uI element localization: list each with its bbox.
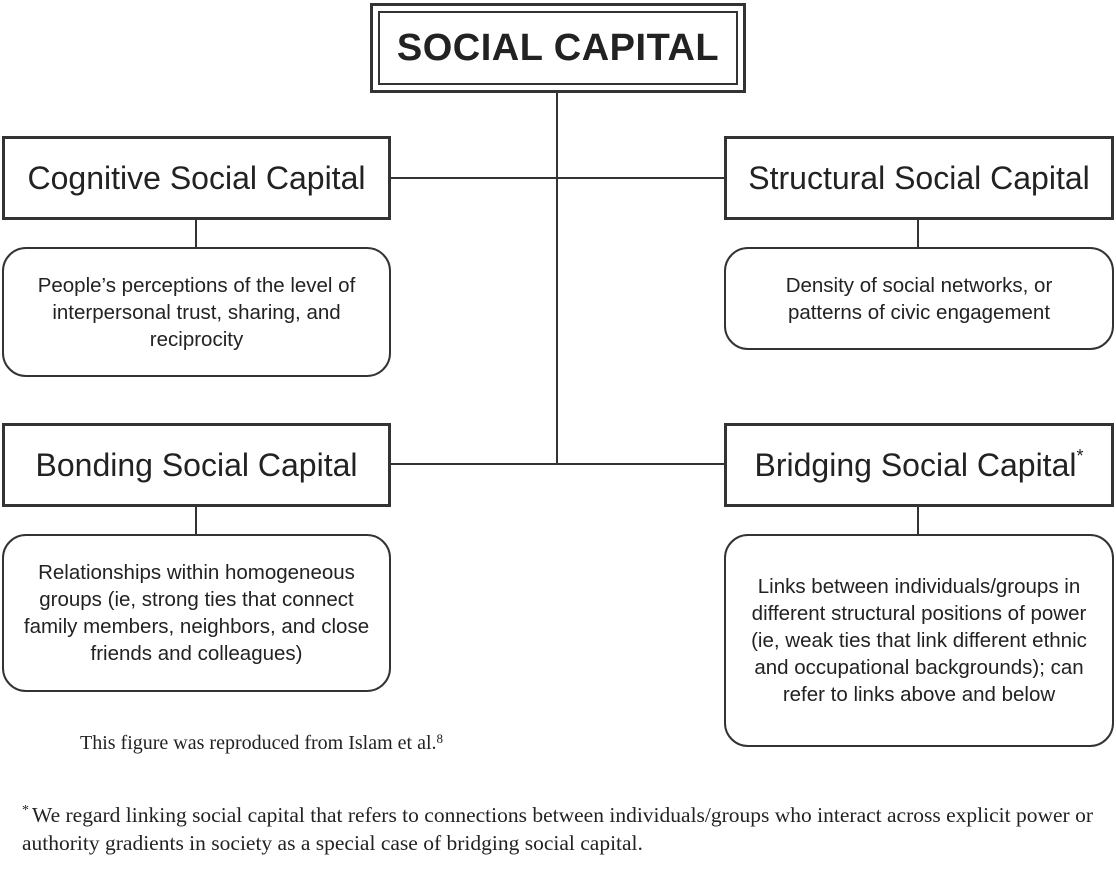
bridging-node: Bridging Social Capital* [724,423,1114,507]
cognitive-title: Cognitive Social Capital [27,159,366,196]
structural-node: Structural Social Capital [724,136,1114,220]
bridging-title-wrap: Bridging Social Capital* [755,446,1084,484]
root-node: SOCIAL CAPITAL [370,3,746,93]
caption-text: This figure was reproduced from Islam et… [80,732,437,754]
bonding-title: Bonding Social Capital [35,446,358,483]
caption-reference: 8 [436,731,444,746]
bridging-description: Links between individuals/groups in diff… [751,575,1087,706]
structural-title: Structural Social Capital [748,159,1090,196]
bonding-description: Relationships within homogeneous groups … [23,561,370,665]
footnote-marker: * [22,803,29,818]
structural-description: Density of social networks, or patterns … [785,273,1053,324]
root-node-inner-border: SOCIAL CAPITAL [378,11,738,85]
cognitive-node: Cognitive Social Capital [2,136,391,220]
footnote: *We regard linking social capital that r… [22,797,1102,857]
bonding-description-box: Relationships within homogeneous groups … [2,534,391,692]
bonding-node: Bonding Social Capital [2,423,391,507]
figure-caption: This figure was reproduced from Islam et… [80,731,443,755]
bridging-footnote-marker: * [1076,446,1084,466]
cognitive-description-box: People’s perceptions of the level of int… [2,247,391,377]
footnote-text: We regard linking social capital that re… [22,803,1093,855]
bridging-title: Bridging Social Capital [754,447,1077,483]
root-title: SOCIAL CAPITAL [396,26,720,69]
structural-description-box: Density of social networks, or patterns … [724,247,1114,350]
bridging-description-box: Links between individuals/groups in diff… [724,534,1114,747]
cognitive-description: People’s perceptions of the level of int… [37,273,356,351]
